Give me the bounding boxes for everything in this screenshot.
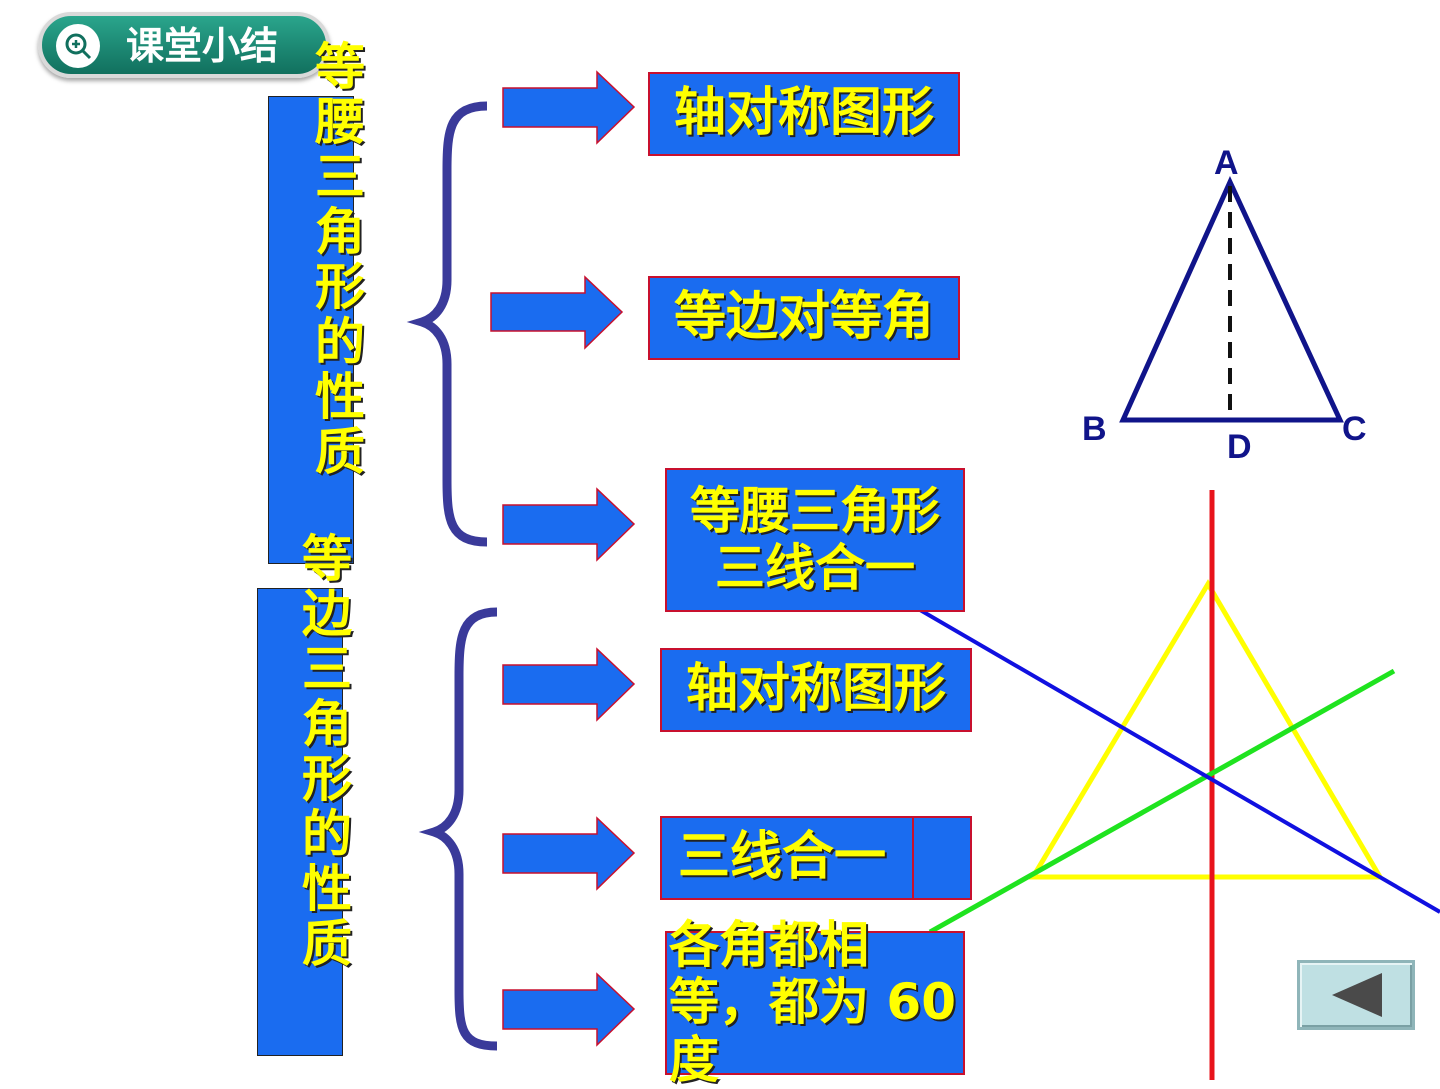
- equi-prop-three-lines: 三线合一: [660, 816, 972, 900]
- isosceles-title: 等腰三角形的性质: [315, 38, 365, 481]
- isosceles-title-box: [268, 96, 354, 564]
- equi-prop-angles-60: 各角都相等，都为 60 度: [665, 916, 965, 1088]
- blue-median: [863, 576, 1440, 914]
- arrow-icon: [502, 816, 636, 891]
- equilateral-brace: [418, 607, 498, 1051]
- header-title: 课堂小结: [126, 24, 279, 68]
- arrow-icon: [502, 487, 636, 562]
- vertex-c-label: C: [1342, 410, 1367, 448]
- isosceles-triangle: [1119, 175, 1344, 423]
- arrow-icon: [502, 972, 636, 1047]
- iso-prop-three-lines: 等腰三角形三线合一: [665, 468, 965, 612]
- equilateral-title-box: [257, 588, 343, 1056]
- section-header: 课堂小结: [38, 12, 330, 78]
- equilateral-title: 等边三角形的性质: [302, 530, 352, 973]
- equi-prop-axis-symmetric: 轴对称图形: [660, 648, 972, 732]
- back-button[interactable]: [1297, 960, 1415, 1030]
- isosceles-brace: [406, 101, 488, 547]
- iso-prop-equal-sides-angles: 等边对等角: [648, 276, 960, 360]
- arrow-icon: [502, 70, 636, 145]
- arrow-icon: [490, 275, 624, 350]
- arrow-icon: [502, 647, 636, 722]
- vertex-b-label: B: [1082, 410, 1107, 448]
- vertex-a-label: A: [1214, 144, 1239, 182]
- back-arrow-icon: [1332, 973, 1382, 1017]
- iso-prop-axis-symmetric: 轴对称图形: [648, 72, 960, 156]
- box-divider: [912, 816, 914, 900]
- equilateral-triangle: [1028, 579, 1385, 880]
- magnifier-icon: [56, 24, 100, 68]
- point-d-label: D: [1227, 428, 1252, 466]
- green-median: [928, 668, 1396, 935]
